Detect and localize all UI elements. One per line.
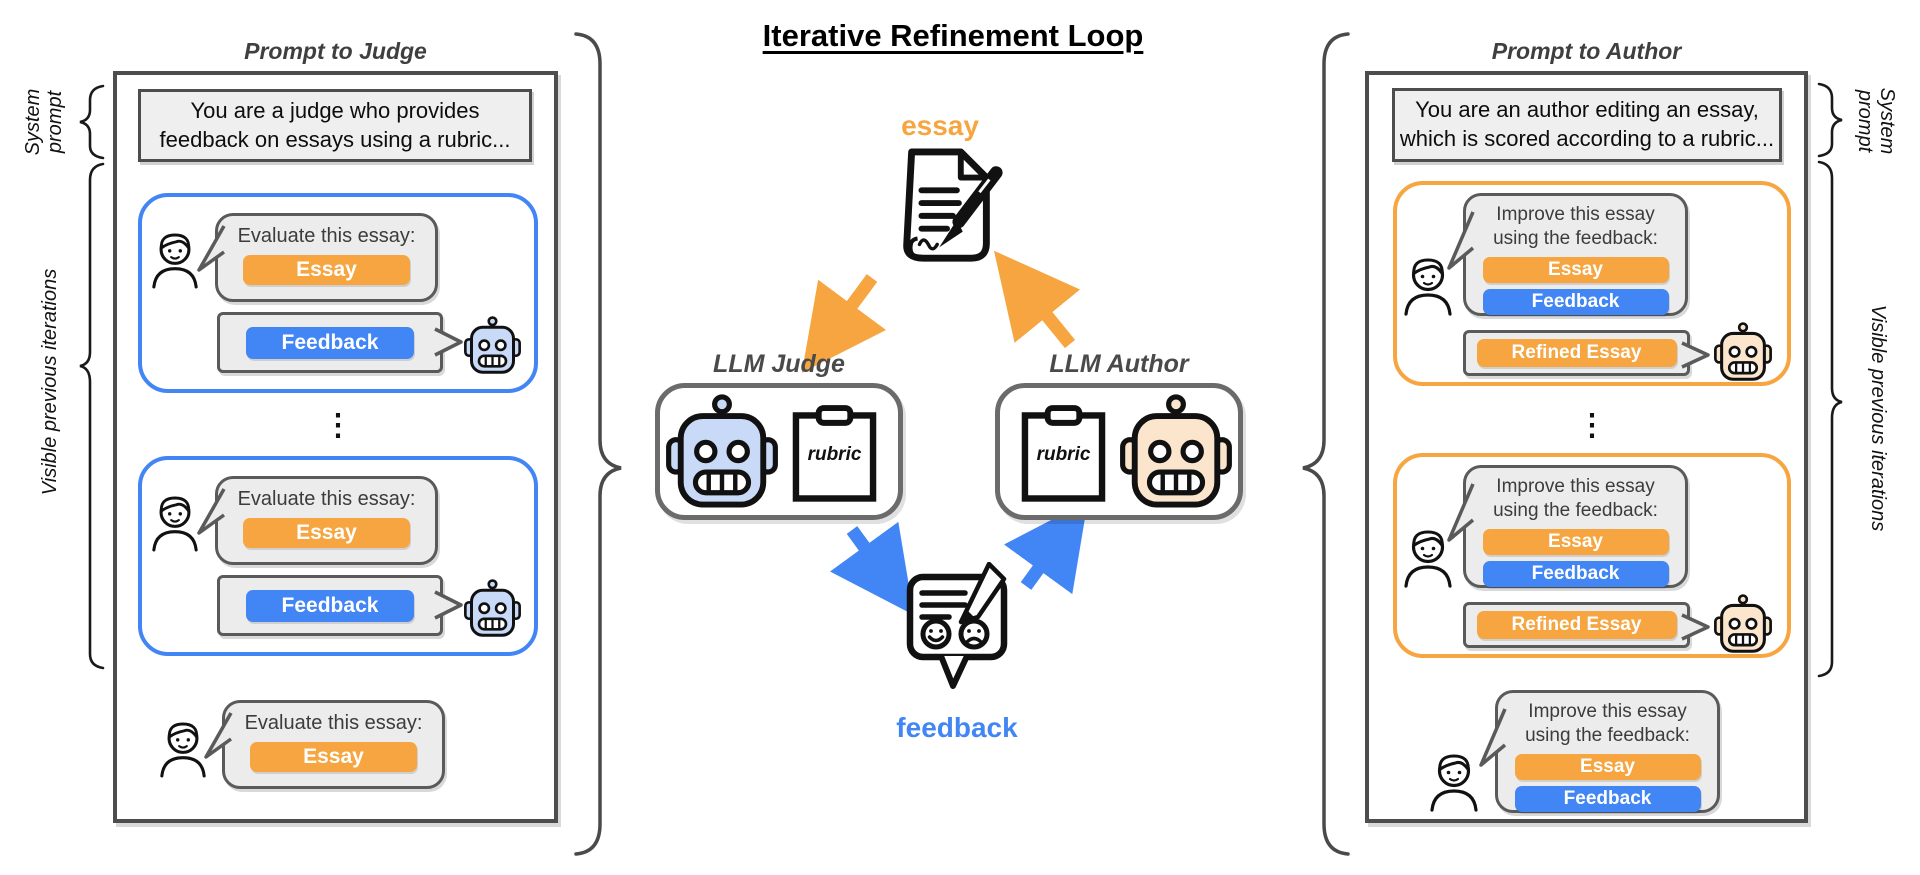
llm-judge-label: LLM Judge bbox=[713, 350, 845, 378]
judge-system-prompt-line2: feedback on essays using a rubric... bbox=[159, 126, 511, 152]
robot-icon-blue bbox=[464, 315, 521, 374]
bubble-tail-left-icon bbox=[1447, 483, 1475, 542]
bubble-tail-right-icon bbox=[1681, 613, 1710, 641]
bubble-tail-right-icon bbox=[434, 327, 463, 357]
bubble-tail-left-icon bbox=[1479, 708, 1507, 767]
user-bubble: Evaluate this essay: Essay bbox=[197, 476, 438, 565]
feedback-pill: Feedback bbox=[246, 590, 414, 622]
system-prompt-brace-right bbox=[1817, 82, 1843, 158]
essay-pill: Essay bbox=[1514, 753, 1701, 780]
judge-reply-bubble: Feedback bbox=[217, 575, 463, 636]
rubric-label: rubric bbox=[1036, 444, 1091, 465]
robot-icon-tan bbox=[1120, 392, 1232, 508]
bubble-tail-left-icon bbox=[197, 488, 226, 535]
user-message-line1: Improve this essay bbox=[1496, 204, 1655, 225]
side-label-iterations-left: Visible previous iterations bbox=[39, 268, 61, 496]
user-bubble: Improve this essay using the feedback: E… bbox=[1447, 193, 1688, 316]
side-label-iterations-right: Visible previous iterations bbox=[1867, 304, 1889, 532]
author-system-prompt-line2: which is scored according to a rubric... bbox=[1399, 126, 1775, 151]
big-brace-left bbox=[574, 32, 622, 856]
essay-pill: Essay bbox=[243, 518, 410, 548]
ellipsis-left: ⋮ bbox=[323, 409, 353, 442]
iterations-brace-left bbox=[79, 162, 105, 670]
arrow-author-to-essay bbox=[993, 250, 1081, 349]
essay-pill: Essay bbox=[1482, 256, 1669, 283]
user-message-text: Evaluate this essay: bbox=[237, 488, 416, 510]
user-bubble-current: Improve this essay using the feedback: E… bbox=[1479, 690, 1720, 813]
feedback-icon bbox=[906, 562, 1008, 689]
robot-icon-blue bbox=[666, 392, 778, 508]
author-system-prompt-line1: You are an author editing an essay, bbox=[1415, 97, 1759, 123]
bubble-tail-right-icon bbox=[434, 590, 463, 620]
bubble-tail-left-icon bbox=[204, 712, 233, 759]
side-label-system-prompt-right: System prompt bbox=[1854, 87, 1898, 155]
arrow-judge-to-feedback bbox=[829, 521, 914, 616]
left-panel-title: Prompt to Judge bbox=[244, 38, 427, 64]
judge-system-prompt-line1: You are a judge who provides bbox=[190, 97, 480, 123]
user-message-line2: using the feedback: bbox=[1493, 227, 1658, 249]
user-message-line2: using the feedback: bbox=[1493, 499, 1658, 521]
essay-label: essay bbox=[901, 110, 979, 141]
robot-icon-tan bbox=[1714, 321, 1772, 381]
rubric-label: rubric bbox=[807, 444, 862, 465]
robot-icon-tan bbox=[1714, 593, 1772, 653]
user-icon bbox=[1428, 752, 1480, 812]
feedback-pill: Feedback bbox=[1482, 560, 1669, 587]
user-message-text: Evaluate this essay: bbox=[237, 225, 416, 247]
system-prompt-brace-left bbox=[79, 84, 105, 160]
user-bubble-current: Evaluate this essay: Essay bbox=[204, 700, 445, 789]
user-icon bbox=[150, 231, 200, 289]
feedback-pill: Feedback bbox=[1482, 288, 1669, 315]
arrow-essay-to-judge bbox=[801, 274, 887, 373]
author-system-prompt-box: You are an author editing an essay, whic… bbox=[1392, 88, 1782, 162]
essay-document-icon bbox=[903, 148, 1003, 262]
user-icon bbox=[158, 720, 208, 778]
judge-system-prompt-box: You are a judge who provides feedback on… bbox=[138, 89, 532, 162]
user-message-text: Evaluate this essay: bbox=[244, 712, 423, 734]
bubble-tail-left-icon bbox=[197, 225, 226, 272]
user-message-line1: Improve this essay bbox=[1528, 701, 1687, 722]
feedback-label: feedback bbox=[896, 712, 1018, 743]
robot-icon-blue bbox=[464, 578, 521, 637]
refined-essay-pill: Refined Essay bbox=[1476, 611, 1677, 639]
llm-author-label: LLM Author bbox=[1049, 350, 1189, 378]
user-message-line1: Improve this essay bbox=[1496, 476, 1655, 497]
bubble-tail-left-icon bbox=[1447, 211, 1475, 270]
essay-pill: Essay bbox=[1482, 528, 1669, 555]
figure-title: Iterative Refinement Loop bbox=[762, 18, 1144, 53]
bubble-tail-right-icon bbox=[1681, 341, 1710, 369]
user-message-line2: using the feedback: bbox=[1525, 724, 1690, 746]
arrow-feedback-to-author bbox=[1003, 500, 1088, 595]
user-bubble: Evaluate this essay: Essay bbox=[197, 213, 438, 302]
side-label-system-prompt-left: System prompt bbox=[22, 88, 66, 156]
user-bubble: Improve this essay using the feedback: E… bbox=[1447, 465, 1688, 588]
feedback-pill: Feedback bbox=[1514, 785, 1701, 812]
right-panel-title: Prompt to Author bbox=[1491, 38, 1682, 64]
author-reply-bubble: Refined Essay bbox=[1463, 330, 1710, 376]
iterations-brace-right bbox=[1817, 160, 1843, 678]
judge-reply-bubble: Feedback bbox=[217, 312, 463, 373]
refined-essay-pill: Refined Essay bbox=[1476, 339, 1677, 367]
essay-pill: Essay bbox=[250, 742, 417, 772]
ellipsis-right: ⋮ bbox=[1577, 409, 1607, 442]
user-icon bbox=[150, 494, 200, 552]
author-reply-bubble: Refined Essay bbox=[1463, 602, 1710, 648]
big-brace-right bbox=[1302, 32, 1350, 856]
essay-pill: Essay bbox=[243, 255, 410, 285]
feedback-pill: Feedback bbox=[246, 327, 414, 359]
